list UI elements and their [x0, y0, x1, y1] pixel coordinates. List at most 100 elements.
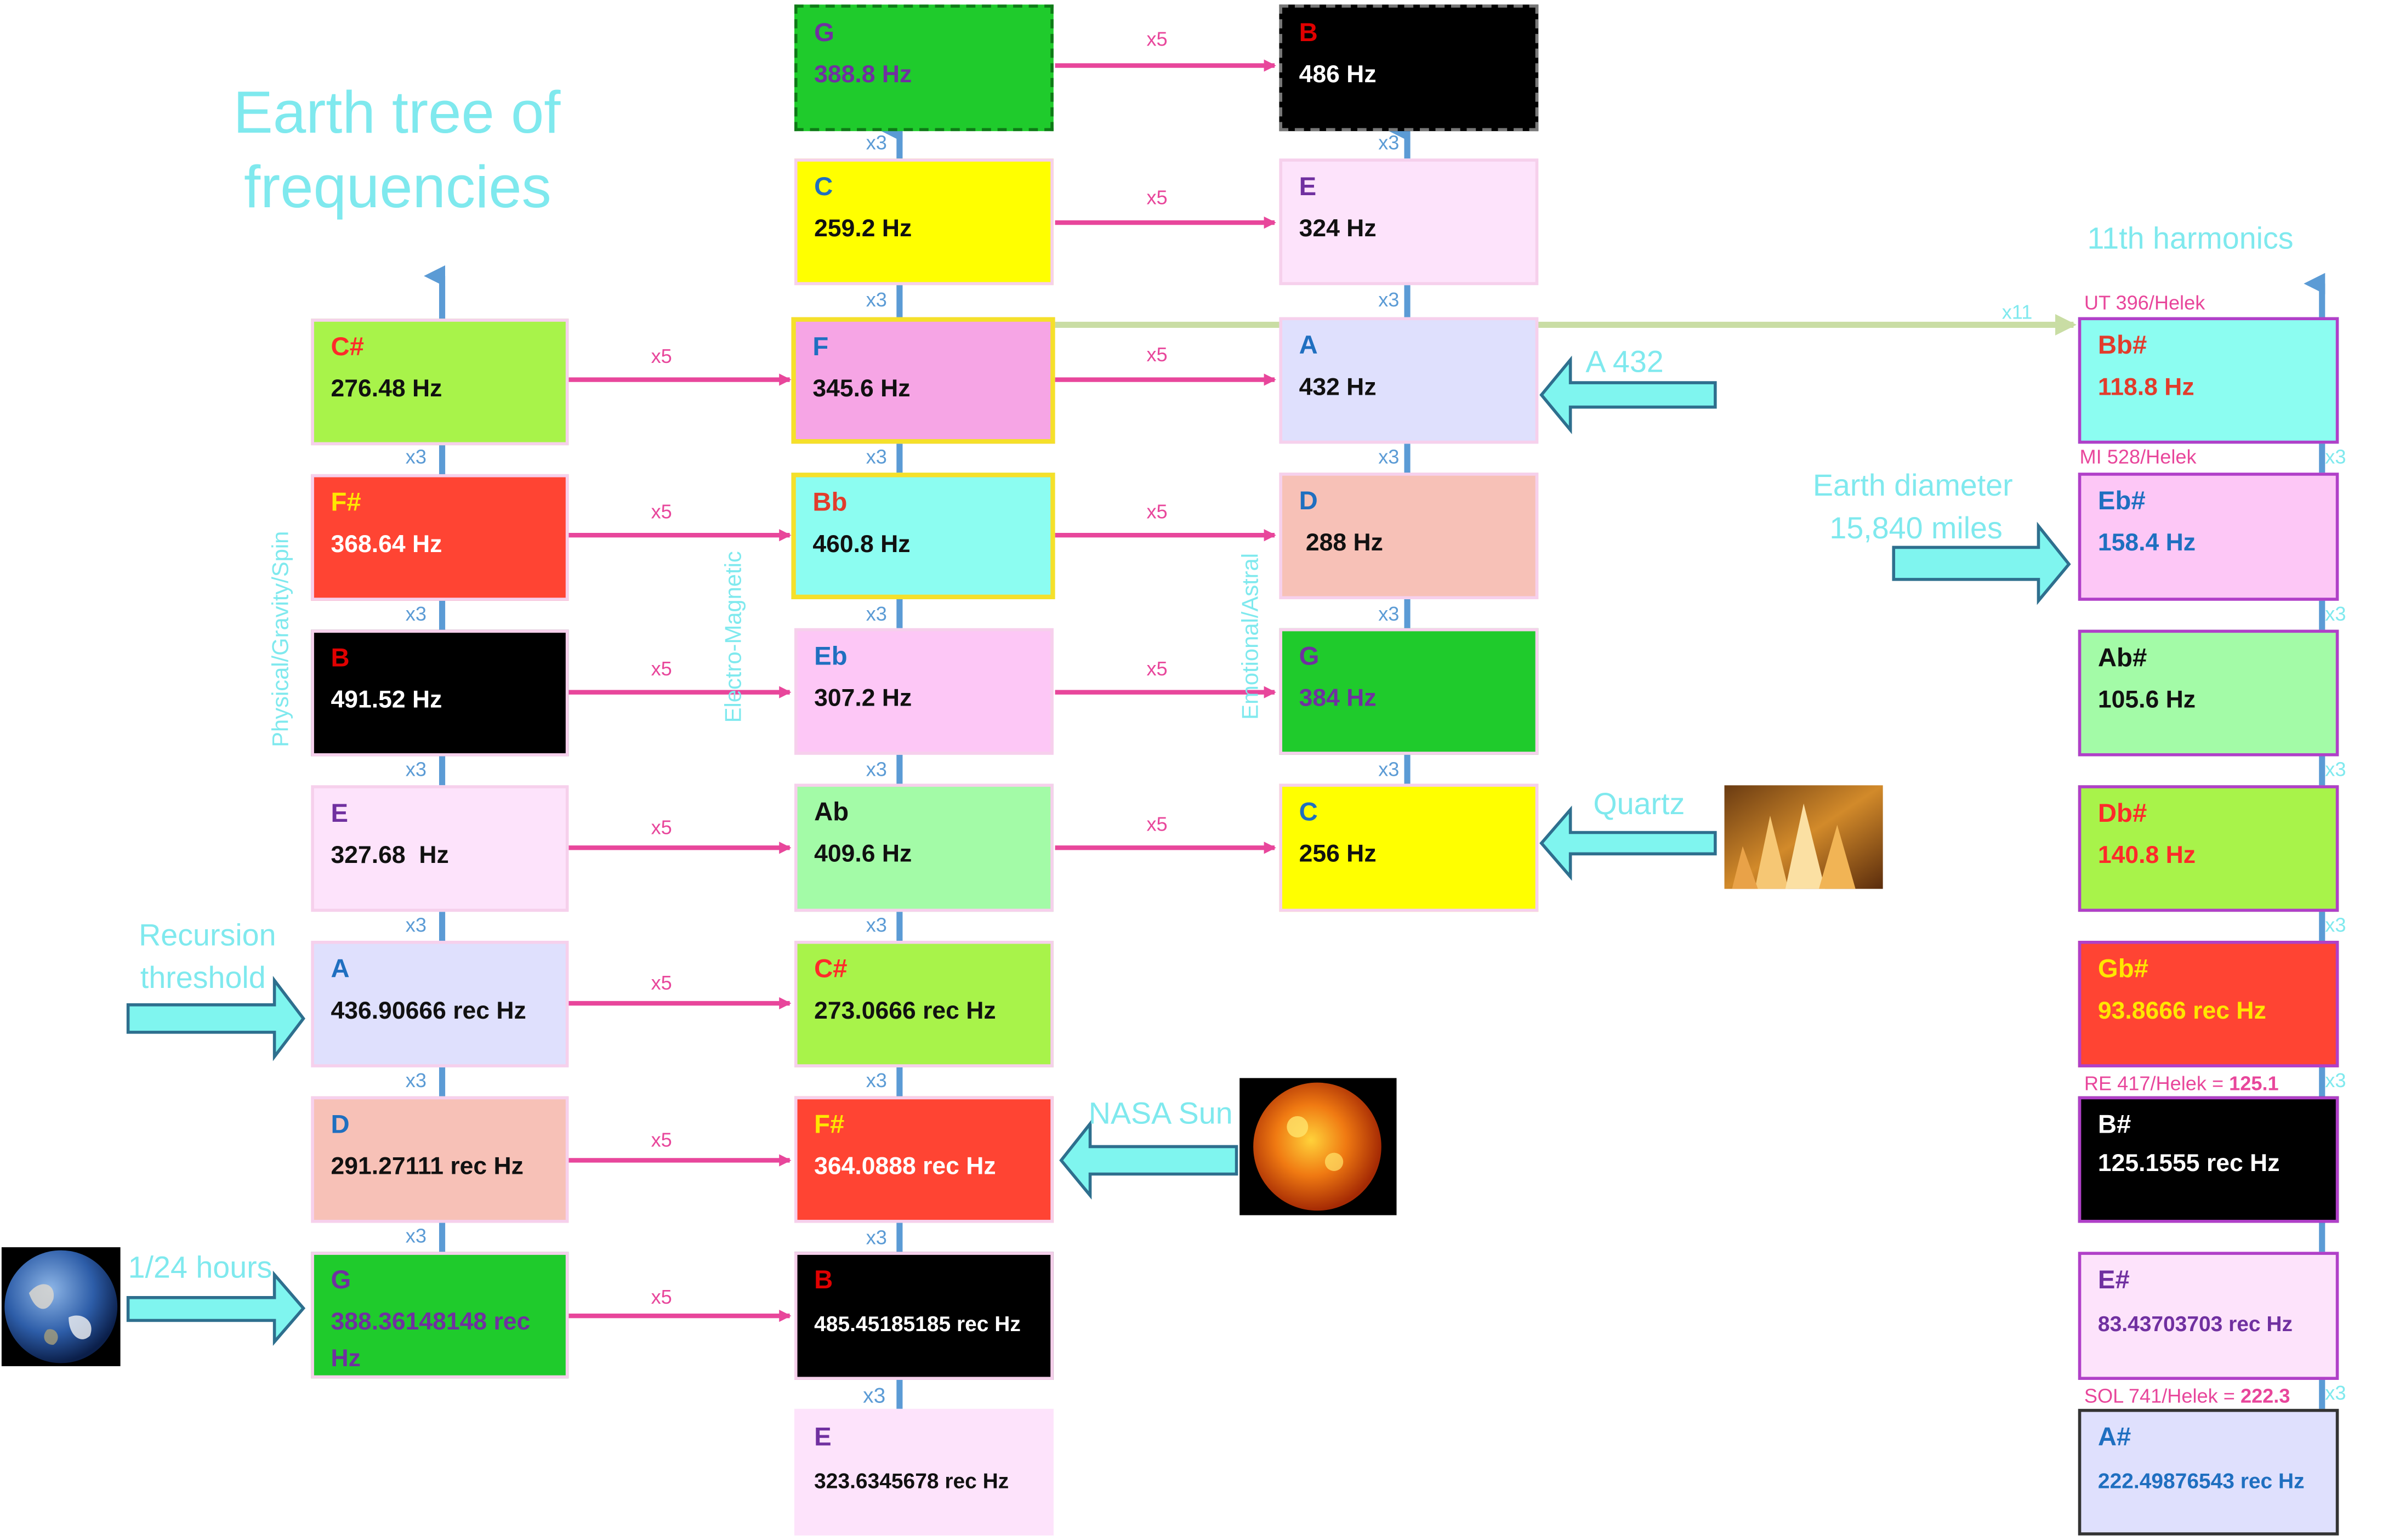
harmonics-label: 11th harmonics	[2087, 223, 2294, 257]
harmonic-node: E# 83.43703703 rec Hz	[2078, 1252, 2339, 1380]
frequency-value: 307.2 Hz	[814, 686, 912, 712]
note-label: B#	[2097, 1110, 2131, 1139]
x3-label: x3	[405, 1224, 427, 1248]
note-label: B	[1299, 18, 1318, 48]
one-24-hours-arrow	[126, 1270, 306, 1346]
x3-label: x3	[2325, 1381, 2346, 1405]
note-label: F	[812, 332, 829, 362]
frequency-value: 364.0888 rec Hz	[814, 1154, 996, 1180]
x5-label: x5	[651, 971, 672, 995]
earth-photo	[1, 1247, 121, 1366]
note-label: Eb#	[2097, 486, 2146, 516]
x3-label: x3	[2325, 913, 2346, 936]
note-label: C#	[331, 332, 364, 362]
physical-node: E 327.68 Hz	[311, 785, 569, 912]
harmonic-node: Bb# 118.8 Hz	[2078, 317, 2339, 444]
harmonic-node: Ab# 105.6 Hz	[2078, 629, 2339, 757]
frequency-value: 460.8 Hz	[812, 532, 911, 558]
note-label: D	[1299, 486, 1318, 516]
earth-diameter-label: Earth diameter	[1812, 469, 2013, 503]
x3-label: x3	[866, 1226, 887, 1249]
axis-electro-label: Electro-Magnetic	[721, 551, 747, 723]
x3-label: x3	[2325, 445, 2346, 468]
note-label: A	[1299, 331, 1318, 360]
note-label: C#	[814, 954, 848, 984]
electro-node: C 259.2 Hz	[794, 158, 1054, 286]
note-label: Ab	[814, 797, 849, 827]
note-label: C	[1299, 797, 1318, 827]
recursion-threshold-label-2: threshold	[140, 962, 266, 996]
electro-node: F 345.6 Hz	[791, 317, 1055, 444]
emotional-node: B 486 Hz	[1279, 4, 1539, 132]
frequency-value: 491.52 Hz	[331, 687, 442, 714]
note-label: C	[814, 172, 833, 202]
quartz-label: Quartz	[1593, 788, 1685, 822]
note-label: G	[814, 18, 834, 48]
frequency-value: 384 Hz	[1299, 686, 1377, 712]
nasa-sun-label: NASA Sun	[1088, 1098, 1233, 1132]
frequency-value: 273.0666 rec Hz	[814, 998, 996, 1025]
frequency-value: 125.1555 rec Hz	[2097, 1151, 2280, 1178]
x3-label: x3	[1378, 758, 1400, 781]
frequency-value: 327.68 Hz	[331, 843, 449, 870]
frequency-value: 485.45185185 rec Hz	[814, 1311, 1021, 1336]
frequency-value: 345.6 Hz	[812, 376, 911, 403]
note-label: G	[331, 1265, 351, 1295]
note-label: G	[1299, 641, 1320, 671]
nasa-sun-arrow	[1059, 1119, 1238, 1200]
x3-label: x3	[866, 913, 887, 936]
x3-label: x3	[866, 288, 887, 311]
x3-label: x3	[866, 445, 887, 468]
physical-node: A 436.90666 rec Hz	[311, 940, 569, 1067]
frequency-value: 388.36148148 rec Hz	[331, 1310, 531, 1373]
x5-label: x5	[651, 500, 672, 523]
electro-node: E 323.6345678 rec Hz	[794, 1408, 1054, 1536]
note-label: B	[331, 643, 350, 673]
ut-helek-label: UT 396/Helek	[2084, 291, 2205, 314]
sol-helek-label: SOL 741/Helek = 222.3	[2084, 1384, 2290, 1408]
note-label: Db#	[2097, 799, 2147, 828]
recursion-arrow	[126, 976, 305, 1061]
physical-node: F# 368.64 Hz	[311, 474, 569, 601]
note-label: Gb#	[2097, 954, 2148, 984]
quartz-photo	[1724, 785, 1883, 889]
note-label: Ab#	[2097, 643, 2147, 673]
one-24-hours-label: 1/24 hours	[128, 1252, 272, 1286]
x3-label: x3	[1378, 602, 1400, 626]
x3-label: x3	[866, 602, 887, 626]
physical-node: G 388.36148148 rec Hz	[311, 1252, 569, 1379]
x5-label: x5	[651, 1285, 672, 1309]
frequency-value: 368.64 Hz	[331, 532, 442, 558]
note-label: F#	[814, 1110, 845, 1139]
x5-label: x5	[1146, 186, 1168, 209]
frequency-value: 323.6345678 rec Hz	[814, 1468, 1009, 1493]
electro-node: F# 364.0888 rec Hz	[794, 1096, 1054, 1223]
harmonic-node: Eb# 158.4 Hz	[2078, 473, 2339, 601]
x3-label: x3	[405, 758, 427, 781]
note-label: D	[331, 1110, 350, 1139]
page-title: Earth tree of	[233, 81, 561, 146]
frequency-value: 486 Hz	[1299, 62, 1377, 89]
note-label: Eb	[814, 641, 848, 671]
frequency-value: 436.90666 rec Hz	[331, 998, 526, 1025]
x3-label: x3	[405, 445, 427, 468]
note-label: A	[331, 954, 350, 984]
frequency-value: 140.8 Hz	[2097, 843, 2196, 870]
note-label: F#	[331, 487, 361, 517]
harmonic-node: Db# 140.8 Hz	[2078, 785, 2339, 912]
quartz-arrow	[1539, 805, 1717, 881]
electro-node: C# 273.0666 rec Hz	[794, 940, 1054, 1067]
x3-label: x3	[866, 131, 887, 154]
x3-label: x3	[405, 602, 427, 626]
note-label: A#	[2097, 1422, 2131, 1452]
frequency-value: 158.4 Hz	[2097, 530, 2196, 557]
x5-label: x5	[1146, 343, 1168, 366]
electro-node: Bb 460.8 Hz	[791, 473, 1055, 600]
harmonic-node: Gb# 93.8666 rec Hz	[2078, 940, 2339, 1067]
physical-node: B 491.52 Hz	[311, 629, 569, 757]
sun-photo	[1239, 1078, 1397, 1215]
x3-label: x3	[1378, 445, 1400, 468]
x3-label: x3	[866, 1069, 887, 1092]
mi-helek-label: MI 528/Helek	[2079, 445, 2197, 468]
